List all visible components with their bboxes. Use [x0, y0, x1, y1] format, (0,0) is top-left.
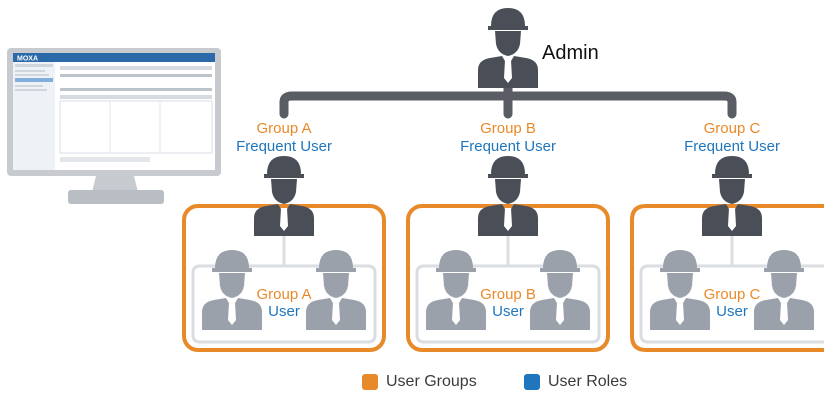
- group-c-user-role: User: [716, 303, 748, 320]
- group-b-frequent-role: Frequent User: [460, 138, 556, 155]
- frequent-user-b-icon: [478, 156, 538, 236]
- admin-icon: [478, 8, 538, 88]
- legend-user-groups: User Groups: [362, 373, 477, 391]
- monitor-brand: MOXA: [17, 56, 38, 63]
- computer-monitor-icon: MOXA: [7, 48, 221, 204]
- hierarchy-connector: [279, 79, 737, 119]
- legend-user-groups-label: User Groups: [386, 373, 477, 390]
- group-c-user-group: Group C: [703, 286, 761, 303]
- group-c-box: [630, 204, 824, 352]
- group-a-user-group: Group A: [256, 286, 312, 303]
- group-a-user-role: User: [268, 303, 300, 320]
- group-b-user-group: Group B: [480, 286, 536, 303]
- group-a-box: [182, 204, 386, 352]
- frequent-user-c-icon: [702, 156, 762, 236]
- group-c-frequent-role: Frequent User: [684, 138, 780, 155]
- legend-user-roles: User Roles: [524, 373, 627, 391]
- group-b-user-role: User: [492, 303, 524, 320]
- group-a-frequent-group: Group A: [256, 120, 312, 137]
- legend-swatch-blue: [524, 374, 540, 390]
- group-b-box: [406, 204, 610, 352]
- legend-user-roles-label: User Roles: [548, 373, 628, 390]
- group-a-frequent-role: Frequent User: [236, 138, 332, 155]
- frequent-user-a-icon: [254, 156, 314, 236]
- group-c-frequent-group: Group C: [703, 120, 761, 137]
- group-c-user-box: [639, 264, 824, 344]
- legend-swatch-orange: [362, 374, 378, 390]
- group-b-frequent-group: Group B: [480, 120, 536, 137]
- admin-label: Admin: [542, 42, 599, 64]
